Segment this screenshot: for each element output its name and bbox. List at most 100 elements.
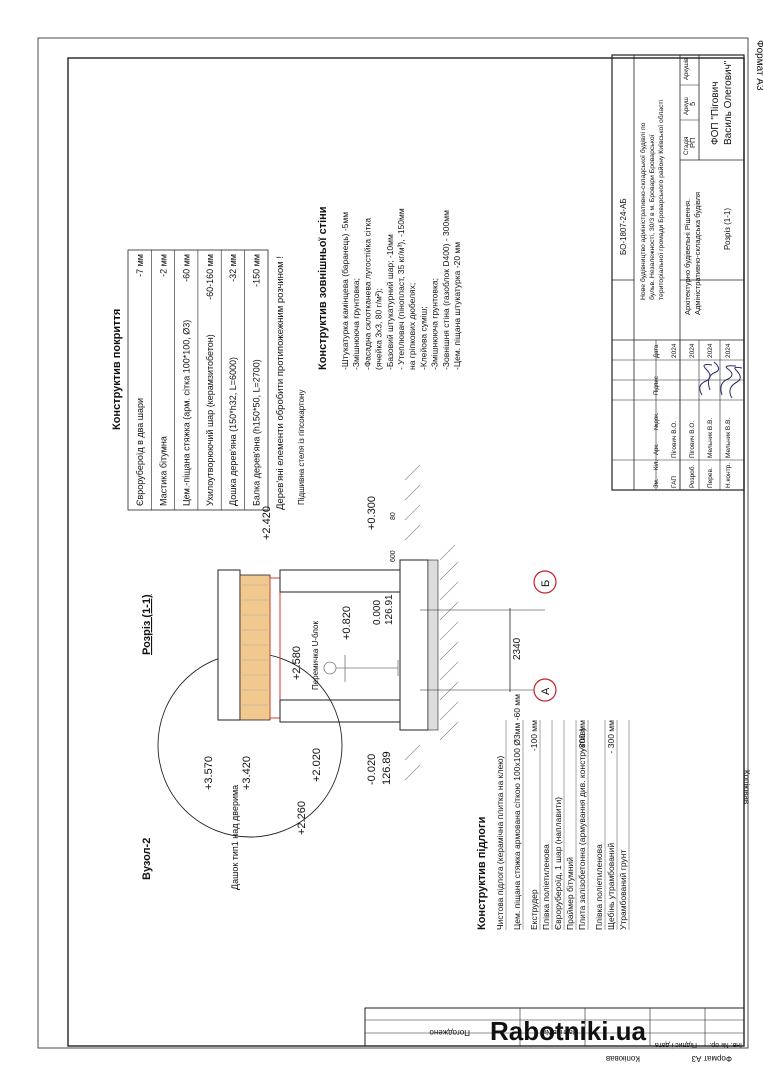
person-silhouette: [323, 655, 399, 682]
floor-layer-3: Плівка поліетиленова: [541, 844, 551, 930]
stamp-colhead-4: Підпис: [654, 376, 660, 395]
wall-layer-10: -Цем. піщана штукатурка -20 мм: [452, 242, 462, 370]
level-0300: +0.300: [366, 496, 378, 530]
stamp-person-3: Мельник В.В.: [725, 418, 732, 458]
wall-block: Конструктив зовнішньої стіни -Штукатурка…: [317, 206, 462, 370]
wall-layer-1: -Змішнююча грунтовка;: [351, 278, 361, 370]
roof-layer-0: Єврорубероїд в два шари: [135, 398, 145, 506]
axis-a-marker: [533, 678, 557, 702]
level-2020: +2.020: [311, 748, 323, 782]
level-12691: 126.91: [384, 594, 395, 625]
wall-layer-8: -Змішнююча грунтовка;: [430, 278, 440, 370]
roof-layer-4: Дошка дерев'яна (150*h32, L=6000): [228, 357, 238, 506]
dimension-2340: 2340: [512, 637, 523, 660]
stamp-colhead-3: №док.: [653, 412, 660, 430]
roof-table: Конструктив покриття Єврорубероїд в два …: [111, 249, 286, 511]
floor-layer-7: Плівка поліетиленова: [594, 844, 604, 930]
note-canopy: Дашок тип1 над дверима: [230, 785, 240, 890]
floor-layer-2: Екструдер: [529, 889, 539, 930]
roof-layer-value-3: -60-160 мм: [205, 254, 215, 300]
wall-layer-9: -Зовнішня стіна (газоблок D400) - 300мм: [441, 210, 451, 370]
wall-layer-5: - Утеплювач (пінопласт, 35 кг/м³), -150м…: [396, 208, 406, 370]
floor-heading: Конструктив підлоги: [476, 817, 488, 930]
roof-layer-value-4: -32 мм: [228, 254, 238, 282]
roof-layer-value-2: -60 мм: [182, 254, 192, 282]
stamp-date-1: 2024: [689, 343, 696, 358]
stamp-person-1: Пігович В.О.: [688, 421, 696, 458]
side-stamp: Інв. № ор. Підпис і дата Зам інв № Погод…: [364, 1007, 745, 1049]
axis-a-label: А: [540, 687, 552, 695]
format-label: Формат А3: [754, 40, 763, 91]
floor-layer-value-8: - 300 мм: [606, 720, 616, 754]
floor-layer-4: Єврорубероїд, 1 шар (наплавити): [553, 797, 563, 930]
stamp-role-3: Н.контр.: [725, 463, 732, 488]
wall-layer-6: на гріпкових дюбелях;: [407, 283, 417, 370]
format-label-bottom: Формат А3: [691, 1054, 732, 1063]
stamp-person-2: Мельник В.В.: [707, 418, 714, 458]
roof-slab: [239, 574, 271, 721]
stamp-object1: Архітектурно будівельні Рішення.: [683, 199, 692, 315]
roof-warning: Дерев'яні елементи обробити протипожежни…: [275, 256, 286, 510]
level-2420: +2.420: [261, 506, 273, 540]
level-0820: +0.820: [341, 606, 353, 640]
stamp-side-agreed: Погоджено: [429, 1028, 470, 1037]
signatures: [699, 361, 743, 399]
stamp-colhead-0: Зм.: [654, 478, 660, 488]
floor-layer-9: Утрамбований грунт: [618, 850, 628, 930]
watermark: Rabotniki.ua: [490, 1016, 647, 1046]
stamp-role-2: Перев.: [707, 467, 714, 488]
roof-heading: Конструктив покриття: [111, 309, 123, 430]
stamp-company: ФОП "Пігович Василь Олегович": [710, 60, 734, 145]
stamp-colhead-2: Арк.: [654, 443, 660, 455]
roof-layer-1: Мастика бітумна: [158, 436, 168, 506]
stamp-role-1: Розроб.: [688, 464, 696, 488]
copied-label-bottom: Копіював: [606, 1054, 640, 1063]
stamp-side-zam: Зам інв №: [544, 1028, 577, 1036]
axis-b-marker: [533, 570, 557, 594]
level-zero: 0.000: [372, 600, 383, 625]
stamp-stage-v1: 5: [688, 102, 697, 106]
stamp-project: Нове будівництво адміністративно-складсь…: [639, 99, 665, 300]
level-3420: +3.420: [241, 756, 253, 790]
floor-block: Конструктив підлоги Чистова підлога (кер…: [476, 694, 630, 930]
section-title: Розріз (1-1): [141, 594, 153, 655]
wall-layer-3: (ячейка 3х3, 80 г/м²);: [374, 288, 384, 370]
wall-layer-7: -Клейова суміш;: [418, 306, 428, 370]
wall-layer-4: -Базовий штукатурний шар; -10мм: [385, 234, 395, 370]
roof-layer-3: Ухилоутворюючий шар (керамзитобетон): [205, 334, 215, 506]
floor-layer-0: Чистова підлога (керамічна плитка на кле…: [495, 755, 505, 930]
level-2260: +2.260: [296, 801, 308, 835]
wall-layer-0: -Штукатурка камінцева (баранець) -5мм: [340, 212, 350, 370]
roof-layer-value-5: -150 мм: [252, 254, 262, 287]
stamp-colhead-5: Дата: [654, 344, 660, 358]
level-12689: 126.89: [381, 751, 393, 785]
stamp-person-0: Пігович В.О.: [670, 421, 678, 458]
note-lintel: Перемичка U-блок: [311, 621, 320, 690]
main-stamp: БО-1807-24-АБ Нове будівництво адміністр…: [611, 54, 745, 491]
copied-label-top: Копіював: [742, 770, 751, 804]
stamp-stage-h1: Аркуш: [684, 97, 690, 115]
node-title: Вузол-2: [141, 838, 153, 880]
stamp-colhead-1: Кіл.: [654, 460, 660, 470]
outer-frame: [37, 37, 749, 1049]
floor-layer-1: Цем. піщана стяжка армована сіткою 100x1…: [512, 694, 522, 930]
note-ceiling: Підшивна стеля із гіпсокартону: [297, 390, 306, 505]
stamp-stage-v0: РП: [688, 138, 697, 148]
level-minus0020: -0.020: [366, 754, 378, 785]
roof-layer-value-0: -7 мм: [135, 254, 145, 277]
stamp-date-0: 2024: [671, 343, 678, 358]
stamp-stage-h2: Аркушів: [684, 58, 690, 80]
wall-top: [279, 569, 401, 593]
floor-layer-6: Плита залізобетонна (армування див. конс…: [577, 728, 587, 930]
floor-layer-value-6: -300 мм: [577, 720, 587, 751]
wall-heading: Конструктив зовнішньої стіни: [317, 206, 329, 370]
stamp-role-0: ГАП: [671, 476, 678, 488]
stamp-code: БО-1807-24-АБ: [619, 198, 628, 255]
wall-layer-2: -Фасадна склотканева лугостійка сітка: [362, 218, 372, 370]
roof-layer-value-1: -2 мм: [158, 254, 168, 277]
stamp-date-3: 2024: [725, 343, 732, 358]
floor-layer-5: Праймер бітумний: [565, 857, 575, 930]
stamp-side-inv: Інв. № ор.: [709, 1041, 742, 1048]
